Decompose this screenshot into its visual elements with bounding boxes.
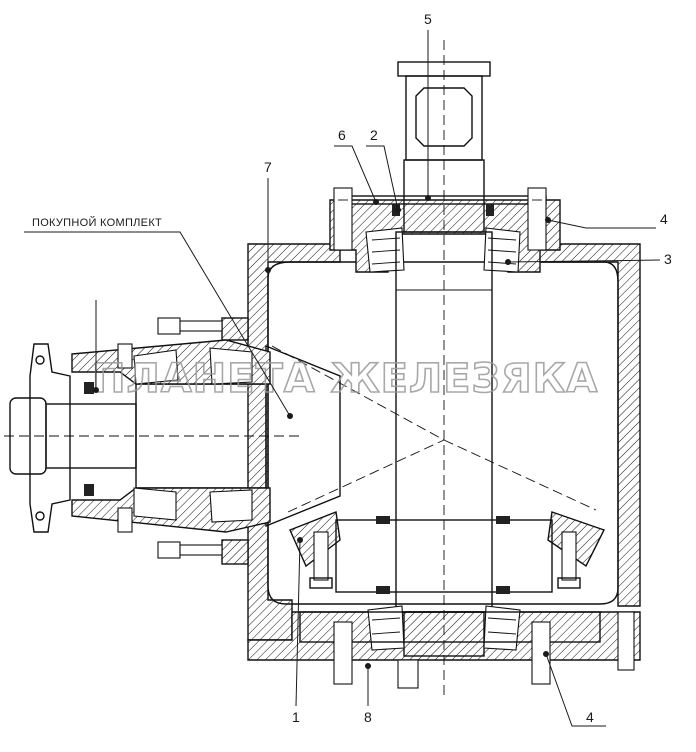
- purchased-kit-caption: ПОКУПНОЙ КОМПЛЕКТ: [32, 216, 162, 229]
- top-bearing-cap: [329, 199, 561, 273]
- carrier-stud-bottom: [117, 507, 133, 533]
- pitch-cone-right: [443, 439, 597, 511]
- drain-plug: [397, 659, 419, 689]
- pinion-gear-cone: [265, 344, 341, 528]
- leader-1: [295, 539, 301, 707]
- pitch-cone-upper: [271, 345, 445, 441]
- bottom-bolt-right: [531, 621, 551, 685]
- callouts: 5 6 2 7 4 3 1 8 4: [264, 11, 672, 727]
- callout-4-top: 4: [660, 211, 668, 227]
- housing-cavity: [267, 261, 619, 605]
- gear-bolt-right: [561, 531, 577, 581]
- leader-6: [334, 145, 377, 203]
- bottom-bolt-left: [333, 621, 353, 685]
- top-bearing-left: [365, 227, 405, 273]
- pitch-cone-lower: [287, 439, 445, 513]
- bottom-cover: [299, 605, 635, 689]
- callout-7: 7: [264, 159, 272, 175]
- callout-3: 3: [664, 251, 672, 267]
- input-pinion-assembly: [4, 317, 341, 559]
- pinion-shaft-front: [45, 403, 137, 469]
- input-flange: [29, 343, 71, 533]
- top-seal-right: [486, 204, 494, 216]
- pinion-bearing-top-front: [133, 349, 179, 385]
- top-bearing-right: [483, 227, 521, 273]
- bottom-bearing-right: [483, 605, 521, 651]
- leader-4-top: [547, 219, 656, 229]
- bottom-bolt-far-right: [617, 611, 635, 671]
- leader-4-bottom: [545, 653, 606, 727]
- carrier-stud-top: [117, 343, 133, 369]
- pinion-bearing-bottom-front: [133, 487, 177, 521]
- gear-hub: [335, 519, 553, 593]
- top-cap-bolt-right: [527, 187, 547, 251]
- shaft-spline-profile: [415, 87, 473, 147]
- callout-6: 6: [338, 127, 346, 143]
- bevel-gear-large: [271, 345, 605, 594]
- top-cap-bolt-left: [333, 187, 353, 251]
- bottom-bearing-left: [367, 605, 405, 651]
- callout-2: 2: [370, 127, 378, 143]
- carrier-bolt-top-head: [157, 317, 181, 335]
- carrier-bolt-bottom: [179, 544, 223, 556]
- callout-5: 5: [424, 11, 432, 27]
- leader-purchased-kit: [24, 231, 291, 417]
- gear-bolt-left: [313, 531, 329, 581]
- callout-8: 8: [364, 709, 372, 725]
- housing-flange-top: [221, 317, 249, 341]
- top-cap: [329, 187, 561, 273]
- pinion-bearing-bottom-rear: [209, 489, 253, 523]
- callout-1: 1: [292, 709, 300, 725]
- callout-4-bottom: 4: [586, 709, 594, 725]
- pinion-bearing-top-rear: [209, 347, 253, 385]
- watermark-text: ПЛАНЕТА ЖЕЛЕЗЯКА: [92, 356, 598, 402]
- leader-3: [507, 259, 661, 263]
- carrier-bolt-top: [179, 320, 223, 332]
- housing: [221, 243, 641, 661]
- housing-wall-left: [247, 243, 341, 641]
- caption-group: ПОКУПНОЙ КОМПЛЕКТ: [24, 216, 293, 419]
- carrier-bolt-bottom-head: [157, 541, 181, 559]
- housing-flange-bottom: [221, 539, 249, 565]
- leader-2: [366, 145, 399, 211]
